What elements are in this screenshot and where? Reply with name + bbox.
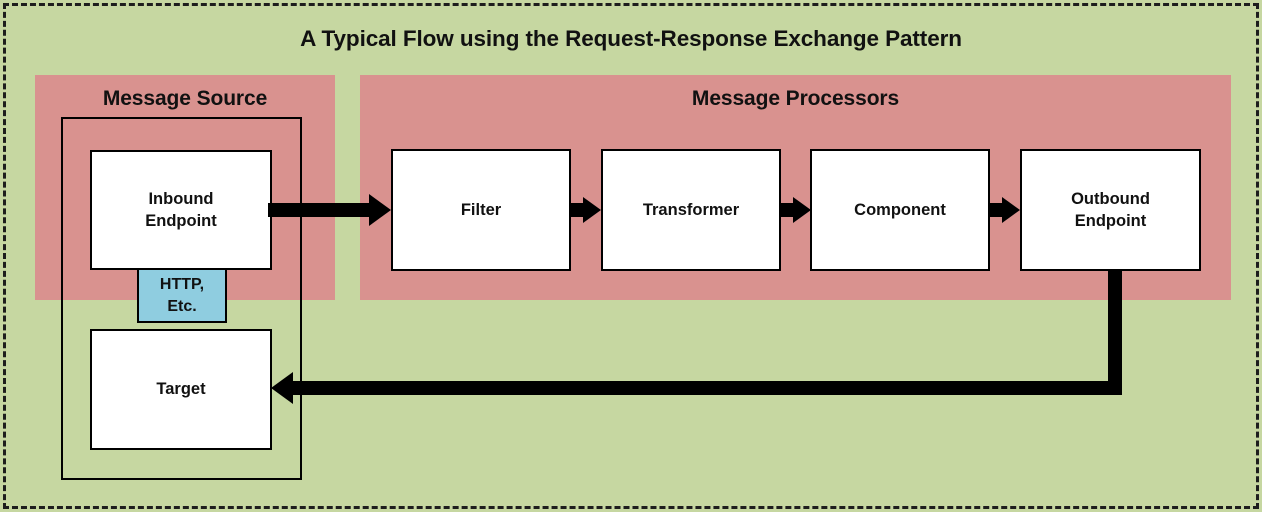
node-protocol-label-line2: Etc.: [167, 297, 197, 315]
node-outbound-endpoint-label-line2: Endpoint: [1074, 212, 1147, 230]
message-source-inner-frame: [61, 117, 302, 480]
panel-message-source-title: Message Source: [102, 87, 268, 110]
node-filter-label: Filter: [460, 200, 502, 219]
arrow-outbound-to-target-vertical: [1108, 270, 1122, 388]
diagram-title: A Typical Flow using the Request-Respons…: [300, 26, 962, 51]
node-inbound-endpoint-label-line2: Endpoint: [145, 212, 217, 230]
node-inbound-endpoint[interactable]: Inbound Endpoint: [90, 150, 272, 270]
arrow-inbound-to-filter-shaft: [268, 203, 371, 217]
arrow-filter-to-transformer-head: [583, 197, 601, 223]
arrow-outbound-to-target-horizontal: [290, 381, 1122, 395]
node-target-label: Target: [156, 380, 206, 399]
arrow-outbound-to-target-head: [271, 372, 293, 404]
node-filter[interactable]: Filter: [391, 149, 571, 271]
arrow-component-to-outbound-head: [1002, 197, 1020, 223]
arrow-inbound-to-filter-head: [369, 194, 391, 226]
panel-message-processors-title: Message Processors: [691, 87, 900, 110]
arrow-component-to-outbound-shaft: [990, 203, 1004, 217]
node-component-label: Component: [854, 200, 946, 219]
node-component[interactable]: Component: [810, 149, 990, 271]
node-transformer-label: Transformer: [642, 200, 740, 219]
arrow-filter-to-transformer-shaft: [571, 203, 585, 217]
node-outbound-endpoint-label-line1: Outbound: [1071, 189, 1150, 208]
node-protocol-http[interactable]: HTTP, Etc.: [137, 268, 227, 323]
arrow-transformer-to-component-shaft: [781, 203, 795, 217]
node-transformer[interactable]: Transformer: [601, 149, 781, 271]
node-inbound-endpoint-label-line1: Inbound: [148, 189, 214, 208]
arrow-transformer-to-component-head: [793, 197, 811, 223]
node-outbound-endpoint[interactable]: Outbound Endpoint: [1020, 149, 1201, 271]
node-target[interactable]: Target: [90, 329, 272, 450]
node-protocol-label-line1: HTTP,: [159, 275, 205, 293]
